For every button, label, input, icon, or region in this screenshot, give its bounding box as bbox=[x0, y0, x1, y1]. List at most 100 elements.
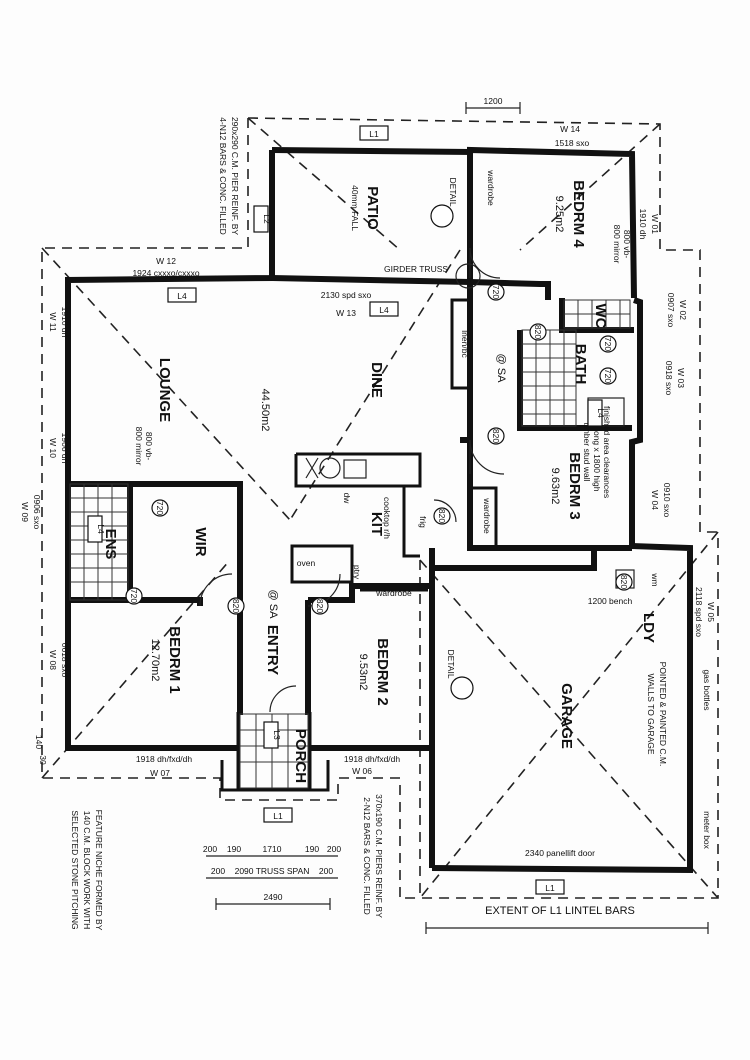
window-w01-size: 1910 dh bbox=[638, 209, 648, 240]
window-w08: W 08 bbox=[48, 650, 58, 670]
window-w07: W 07 bbox=[150, 768, 170, 778]
window-w14: W 14 bbox=[560, 124, 580, 134]
bedroom4-area: 9.25m2 bbox=[553, 196, 565, 233]
garage-walls-1: POINTED & PAINTED C.M. bbox=[658, 662, 668, 767]
garage-walls-2: WALLS TO GARAGE bbox=[646, 673, 656, 754]
lintel-l4-c: L4 bbox=[96, 524, 106, 534]
dimension-strings: 1200 200 190 1710 190 200 200 2090 TRUSS… bbox=[34, 96, 709, 934]
window-w05: W 05 bbox=[706, 602, 716, 622]
bath-note-2: 900 long x 1800 high bbox=[592, 413, 602, 492]
pantry: ptry bbox=[352, 565, 362, 580]
dim-truss-left: 200 bbox=[211, 866, 225, 876]
dim-1200: 1200 bbox=[484, 96, 503, 106]
girder-truss: GIRDER TRUSS bbox=[384, 264, 448, 274]
door-tag: 720 bbox=[129, 589, 139, 603]
room-patio: PATIO bbox=[364, 186, 381, 230]
patio-fall: 40mm FALL bbox=[350, 185, 360, 231]
room-ens: ENS bbox=[102, 529, 119, 560]
window-w06-size: 1918 dh/fxd/dh bbox=[344, 754, 401, 764]
dim-2490: 2490 bbox=[264, 892, 283, 902]
dim-190-a: 190 bbox=[227, 844, 241, 854]
window-w01: W 01 bbox=[650, 214, 660, 234]
laundry-bench: 1200 bench bbox=[588, 596, 633, 606]
wardrobe-bed3: wardrobe bbox=[482, 497, 492, 534]
window-w13: W 13 bbox=[336, 308, 356, 318]
room-wc: WC bbox=[592, 304, 609, 329]
door-tag: 720 bbox=[603, 369, 613, 383]
door-tag: 820 bbox=[533, 325, 543, 339]
living-area: 44.50m2 bbox=[259, 389, 271, 432]
window-w12: W 12 bbox=[156, 256, 176, 266]
bath-note-1: finished area clearances bbox=[602, 406, 612, 498]
bedroom1-area: 12.70m2 bbox=[149, 639, 161, 682]
kitchen-cooktop: cooktop r/h bbox=[382, 497, 392, 539]
room-bedroom4: BEDRM 4 bbox=[570, 180, 587, 248]
lounge-note-vb: 800 vb- bbox=[144, 432, 154, 461]
room-kitchen: KIT bbox=[368, 512, 385, 536]
room-lounge: LOUNGE bbox=[156, 358, 173, 422]
room-garage: GARAGE bbox=[558, 683, 575, 749]
window-w10: W 10 bbox=[48, 438, 58, 458]
door-tag: 820 bbox=[315, 599, 325, 613]
window-w05-size: 2118 spd sxo bbox=[694, 587, 704, 637]
lintel-extent-note: EXTENT OF L1 LINTEL BARS bbox=[485, 905, 635, 917]
window-w02: W 02 bbox=[678, 300, 688, 320]
window-w09: W 09 bbox=[20, 502, 30, 522]
lintel-l4-d: L4 bbox=[596, 408, 606, 418]
window-w13-size: 2130 spd sxo bbox=[321, 290, 372, 300]
window-w14-size: 1518 sxo bbox=[555, 138, 590, 148]
bedroom4-note-mirror: 800 mirror bbox=[612, 225, 622, 264]
pier-note-right-1: 370x190 C.M. PIERS REINF. BY bbox=[374, 794, 384, 918]
dim-1710: 1710 bbox=[263, 844, 282, 854]
window-w11: W 11 bbox=[48, 312, 58, 331]
door-tag: 720 bbox=[603, 337, 613, 351]
linen-cupboard: lnen/bc bbox=[460, 330, 470, 358]
meter-box: meter box bbox=[702, 811, 712, 850]
lintel-l4-a: L4 bbox=[177, 291, 187, 301]
window-w08-size: 0618 sxo bbox=[60, 643, 70, 678]
entry-sa: @ SA bbox=[267, 590, 279, 620]
niche-note-1: FEATURE NICHE FORMED BY bbox=[94, 810, 104, 931]
niche-note-3: SELECTED STONE PITCHING bbox=[70, 810, 80, 929]
dim-truss-span: 2090 TRUSS SPAN bbox=[235, 866, 310, 876]
bedroom4-note-vb: 800 vb- bbox=[622, 230, 632, 259]
room-wir: WIR bbox=[192, 527, 209, 556]
window-w10-size: 1906 dh bbox=[60, 433, 70, 464]
dim-30: 30 bbox=[38, 755, 48, 765]
gas-bottles: gas bottles bbox=[702, 669, 712, 710]
door-tag: 820 bbox=[619, 575, 629, 589]
dim-200-a: 200 bbox=[203, 844, 217, 854]
window-w09-size: 0906 sxo bbox=[32, 495, 42, 530]
tile-grids bbox=[69, 263, 635, 789]
door-tags: 720 820 720 720 820 820 720 820 820 720 … bbox=[125, 204, 633, 700]
oven: oven bbox=[297, 558, 316, 568]
lintel-l2: L2 bbox=[262, 214, 272, 224]
window-w03-size: 0918 sxo bbox=[664, 361, 674, 396]
window-w03: W 03 bbox=[676, 368, 686, 388]
room-bath: BATH bbox=[572, 344, 589, 385]
window-w04-size: 0910 sxo bbox=[662, 483, 672, 518]
room-dine: DINE bbox=[368, 362, 385, 398]
dim-140: 140 bbox=[34, 735, 44, 749]
lintel-tags: L1 L1 L1 L2 L3 L4 L4 L4 L4 bbox=[87, 125, 606, 895]
pier-note-right-2: 2-N12 BARS & CONC. FILLED bbox=[362, 797, 372, 915]
dim-190-b: 190 bbox=[305, 844, 319, 854]
window-w06: W 06 bbox=[352, 766, 372, 776]
detail-garage: DETAIL bbox=[446, 649, 456, 678]
laundry-wm: wm bbox=[650, 572, 660, 586]
kitchen-dw: dw bbox=[342, 493, 352, 505]
bedroom2-area: 9.53m2 bbox=[357, 654, 369, 691]
door-tag: 720 bbox=[155, 501, 165, 515]
plan-notes: wardrobe wardrobe wardrobe lnen/bc GIRDE… bbox=[70, 117, 712, 931]
room-entry: ENTRY bbox=[264, 625, 281, 675]
fridge: frig bbox=[418, 516, 428, 528]
window-w04: W 04 bbox=[650, 490, 660, 510]
dim-200-b: 200 bbox=[327, 844, 341, 854]
door-tag: 820 bbox=[231, 599, 241, 613]
room-bedroom1: BEDRM 1 bbox=[166, 626, 183, 694]
lintel-l3: L3 bbox=[272, 730, 282, 740]
window-w07-size: 1918 dh/fxd/dh bbox=[136, 754, 193, 764]
pier-note-left-1: 290x290 C.M. PIER REINF. BY bbox=[230, 117, 240, 235]
